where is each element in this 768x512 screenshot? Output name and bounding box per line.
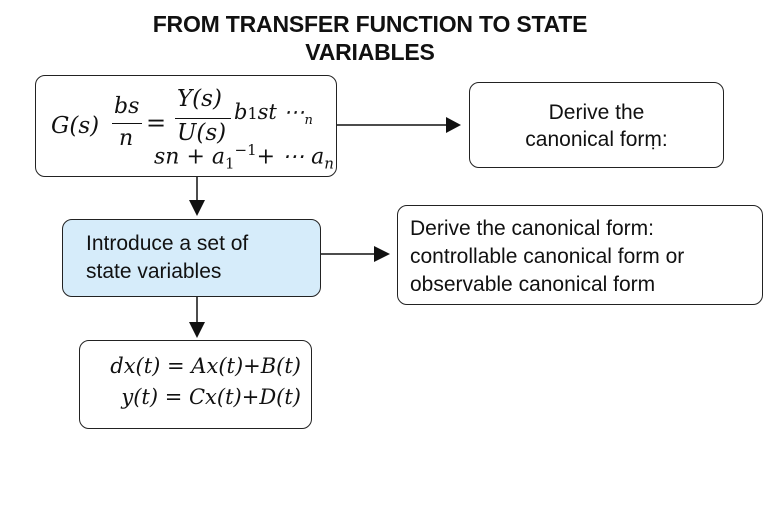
diagram-title: FROM TRANSFER FUNCTION TO STATE VARIABLE… xyxy=(152,11,588,65)
arrow-intro-to-ss-head xyxy=(189,322,205,338)
tf-frac1-bar xyxy=(112,123,142,124)
derive-box-2-line-2: controllable canonical form or xyxy=(410,245,685,268)
derive-canonical-box: Derive the canonical forṃ: xyxy=(469,82,724,168)
tf-numerator-tail: b1st ⋯n xyxy=(234,100,313,128)
tf-den-rest: + ⋯ a xyxy=(256,144,325,170)
derive-box-1-line-1: Derive the xyxy=(548,101,645,124)
transfer-function-box: G(s) bs n = Y(s) U(s) b1st ⋯n sn + a1−1+… xyxy=(35,75,337,177)
tf-den-text: sn + a xyxy=(154,144,225,170)
arrow-tf-to-derive-head xyxy=(446,117,461,133)
tf-frac2-bar xyxy=(175,118,231,119)
tf-frac1-denominator: n xyxy=(119,126,134,151)
state-equation: dx(t) = Ax(t)+B(t) xyxy=(110,354,301,378)
tf-frac1-numerator: bs xyxy=(114,94,140,119)
tf-frac2-numerator: Y(s) xyxy=(177,86,222,112)
tf-frac2-denominator: U(s) xyxy=(177,120,227,146)
tf-denominator-polynomial: sn + a1−1+ ⋯ an xyxy=(154,141,334,173)
tf-num-subscript-n: n xyxy=(304,113,313,129)
tf-num-b: b xyxy=(234,100,248,124)
tf-lhs: G(s) xyxy=(51,113,100,139)
output-equation: y(t) = Cx(t)+D(t) xyxy=(121,385,301,409)
arrow-intro-to-derive-head xyxy=(374,246,390,262)
introduce-state-variables-box: Introduce a set of state variables xyxy=(62,219,321,297)
tf-den-subscript-n: n xyxy=(324,154,334,173)
arrow-tf-to-intro-head xyxy=(189,200,205,216)
derive-canonical-forms-box: Derive the canonical form: controllable … xyxy=(397,205,763,305)
tf-num-b-subscript: 1 xyxy=(247,104,258,123)
state-space-equations-box: dx(t) = Ax(t)+B(t) y(t) = Cx(t)+D(t) xyxy=(79,340,312,429)
tf-num-rest: st ⋯ xyxy=(257,100,305,124)
derive-box-2-line-3: observable canonical form xyxy=(410,273,656,296)
tf-den-subscript: 1 xyxy=(225,154,235,173)
derive-box-1-line-2: canonical forṃ: xyxy=(525,128,668,151)
intro-box-line-2: state variables xyxy=(86,260,222,283)
intro-box-line-1: Introduce a set of xyxy=(86,232,249,255)
derive-box-2-line-1: Derive the canonical form: xyxy=(410,217,654,240)
tf-equals: = xyxy=(146,109,167,137)
tf-den-superscript: −1 xyxy=(234,141,257,159)
